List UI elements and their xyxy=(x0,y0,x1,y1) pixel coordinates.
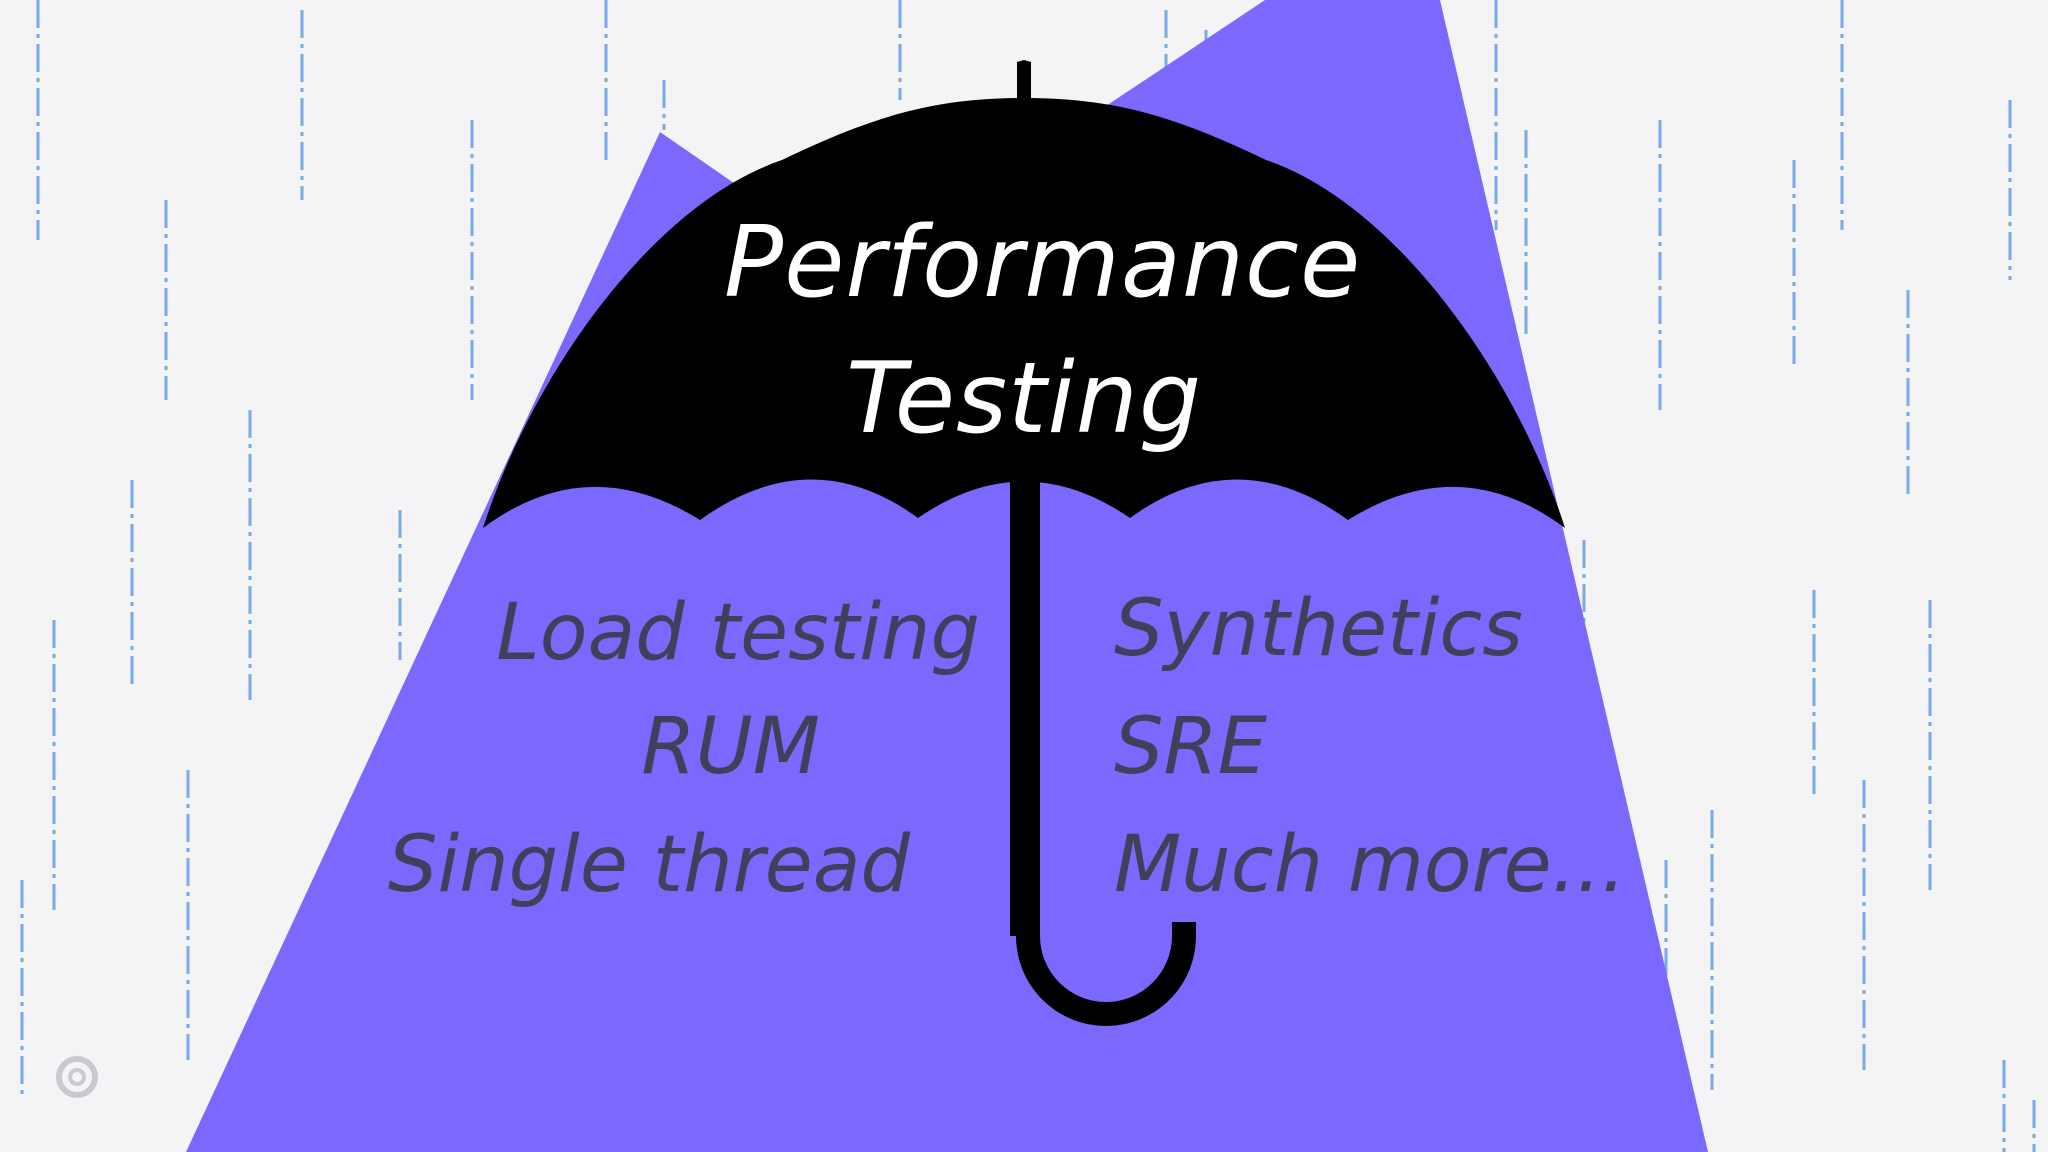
right-item-much-more: Much more... xyxy=(1114,820,1626,910)
left-item-load-testing: Load testing xyxy=(496,588,980,678)
right-item-sre: SRE xyxy=(1114,702,1267,792)
title-line-2: Testing xyxy=(845,342,1203,456)
grafana-logo-icon xyxy=(56,1055,98,1098)
left-item-rum: RUM xyxy=(641,702,820,792)
title-line-1: Performance xyxy=(724,206,1362,320)
umbrella-icon xyxy=(483,60,1565,1026)
right-item-synthetics: Synthetics xyxy=(1114,584,1523,674)
left-item-single-thread: Single thread xyxy=(388,820,910,910)
rain-streaks xyxy=(20,0,2036,1152)
